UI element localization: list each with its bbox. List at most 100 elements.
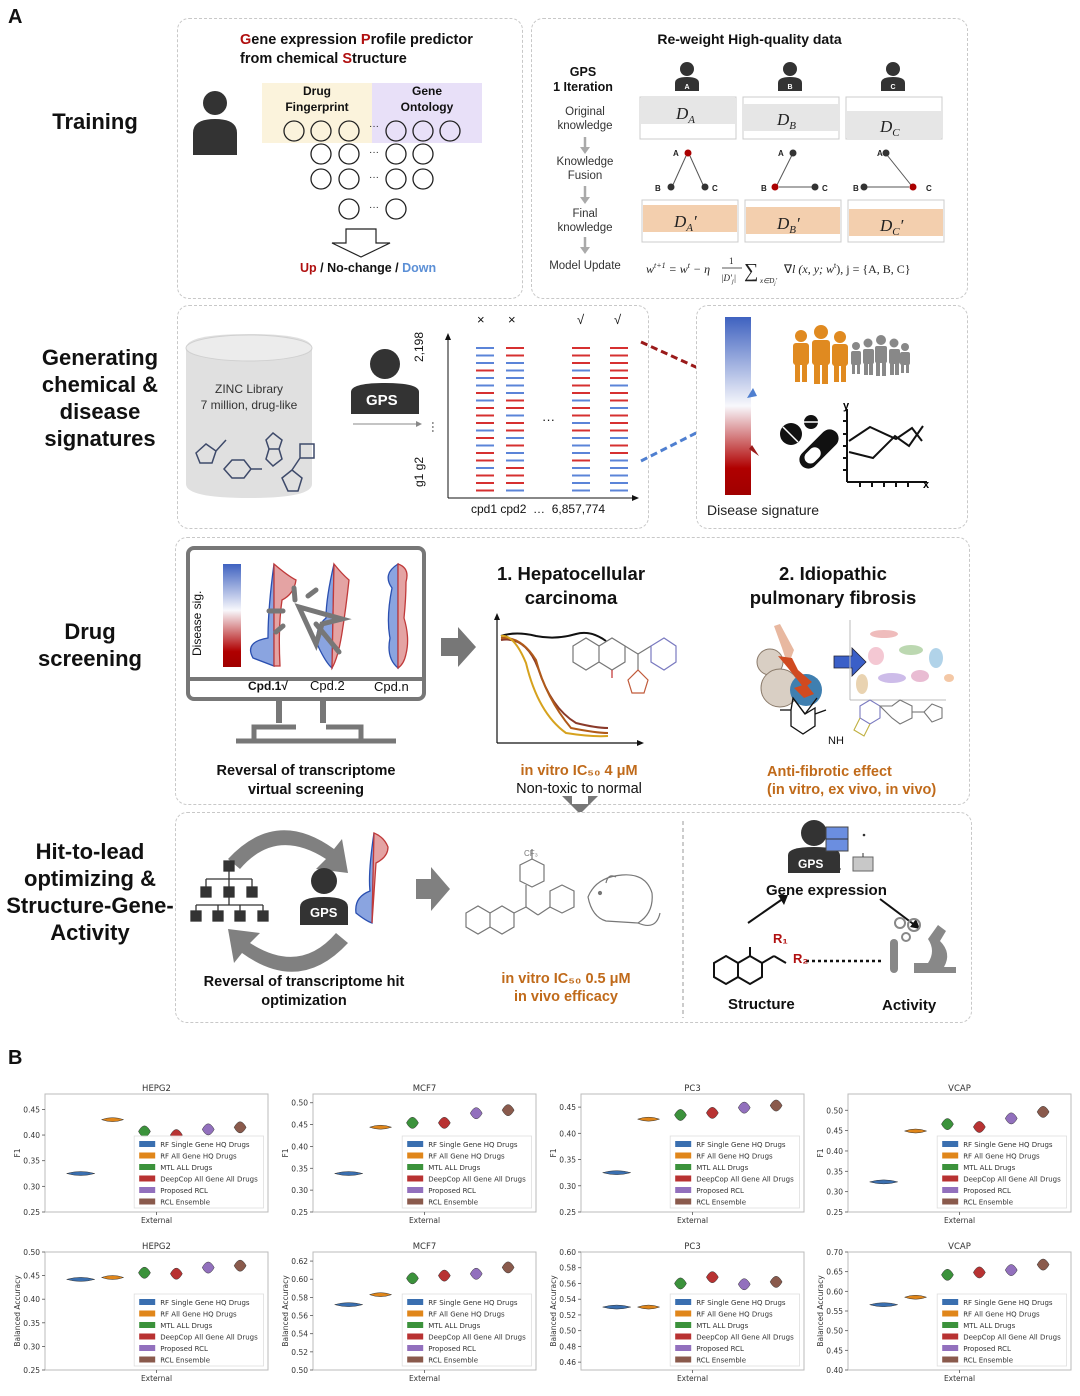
activity-label: Activity [882, 997, 937, 1014]
y-tick-label: 0.30 [23, 1182, 40, 1191]
y-tick-top: 2,198 [412, 331, 426, 362]
violin-mark [406, 1117, 419, 1129]
legend-swatch [139, 1310, 156, 1317]
mid-ellipsis: ··· [542, 412, 555, 427]
violin-mark [636, 1116, 661, 1122]
legend-swatch [139, 1299, 156, 1305]
violin-mark [406, 1272, 419, 1285]
r2-label: R₂ [793, 951, 809, 966]
svg-text:x∈Dj′: x∈Dj′ [759, 277, 778, 287]
drug-screening-box: Disease sig. Cpd.1√ Cpd.2 Cpd.n Reversal… [175, 537, 970, 814]
svg-text:···: ··· [369, 147, 379, 158]
svg-text:C: C [822, 184, 828, 193]
gps-person-icon [300, 897, 348, 925]
legend-label: RCL Ensemble [696, 1199, 746, 1207]
y-tick-label: 0.45 [826, 1346, 843, 1355]
chart-title: VCAP [948, 1242, 971, 1252]
svg-text:x: x [923, 479, 930, 491]
legend-swatch [942, 1333, 959, 1340]
drug-fingerprint-region [262, 83, 372, 143]
violin-mark [1004, 1112, 1018, 1125]
violin-mark [941, 1118, 954, 1130]
cycle-arrow-top-icon [228, 830, 348, 873]
legend-label: DeepCop All Gene All Drugs [696, 1176, 794, 1184]
lead-molecule-icon [465, 849, 575, 935]
legend-label: Proposed RCL [428, 1187, 476, 1195]
y-axis-label: Balanced Accuracy [816, 1275, 825, 1347]
signatures-box: ZINC Library 7 million, drug-like GPS 2,… [177, 305, 699, 529]
legend-swatch [675, 1333, 692, 1340]
y-axis-label: Balanced Accuracy [13, 1275, 22, 1347]
disease-sig-label: Disease sig. [190, 590, 204, 656]
violin-mark [903, 1294, 928, 1300]
legend-label: MTL ALL Drugs [963, 1164, 1015, 1172]
violin-mark [233, 1259, 247, 1272]
legend-label: MTL ALL Drugs [428, 1164, 480, 1172]
x-axis-label: External [944, 1374, 975, 1383]
y-tick-label: 0.45 [559, 1103, 576, 1112]
legend-swatch [139, 1333, 156, 1340]
zinc-library-icon [185, 334, 315, 498]
umap-plot [849, 620, 954, 701]
y-tick-label: 0.25 [291, 1208, 308, 1217]
y-tick-label: 0.35 [826, 1167, 843, 1176]
violin-mark [333, 1171, 364, 1176]
legend-label: RF All Gene HQ Drugs [696, 1311, 773, 1319]
legend-box [669, 1293, 800, 1367]
lead-efficacy: in vivo efficacy [514, 989, 618, 1005]
disease-signature-box: y x Disease signature [696, 305, 968, 529]
cpd2-label: Cpd.2 [310, 678, 345, 693]
y-tick-label: 0.52 [291, 1348, 308, 1357]
legend-swatch [139, 1187, 156, 1193]
violin-mark [941, 1268, 954, 1281]
hit-optimization-caption: Reversal of transcriptome hit optimizati… [203, 974, 405, 1009]
legend-label: RF Single Gene HQ Drugs [428, 1141, 518, 1149]
legend-swatch [407, 1345, 424, 1351]
row-label-drug-screening: Drug screening [38, 619, 142, 671]
nh-label: NH [828, 735, 844, 747]
legend-swatch [675, 1345, 692, 1351]
y-axis-label: F1 [281, 1148, 290, 1157]
x-axis-label: External [409, 1374, 440, 1383]
legend-swatch [942, 1356, 959, 1363]
legend-label: RF Single Gene HQ Drugs [160, 1299, 250, 1307]
violin-chart-svg: MCF70.500.520.540.560.580.600.62Balanced… [281, 1242, 537, 1383]
legend-label: RCL Ensemble [963, 1199, 1013, 1207]
y-tick-label: 0.70 [826, 1248, 843, 1257]
disease-signature-diagram: y x [725, 317, 930, 495]
y-tick-label: 0.50 [23, 1248, 40, 1257]
legend-box [133, 1293, 264, 1367]
svg-text:DA′: DA′ [673, 212, 697, 234]
legend-label: RCL Ensemble [428, 1199, 478, 1207]
legend-box [936, 1135, 1067, 1209]
legend-label: RF All Gene HQ Drugs [160, 1311, 237, 1319]
violin-mark [737, 1101, 751, 1114]
title-initial: G [240, 32, 252, 48]
svg-text:|D′j|: |D′j| [721, 273, 736, 285]
y-axis-label: Balanced Accuracy [549, 1275, 558, 1347]
legend-swatch [407, 1333, 424, 1340]
legend-swatch [407, 1152, 424, 1159]
y-tick-label: 0.40 [291, 1142, 308, 1151]
legend-label: RF Single Gene HQ Drugs [428, 1299, 518, 1307]
y-tick-label: 0.48 [559, 1342, 576, 1351]
legend-label: Proposed RCL [160, 1345, 208, 1353]
svg-text:A: A [684, 84, 689, 91]
legend-label: MTL ALL Drugs [963, 1322, 1015, 1330]
ipf-molecule-2-icon [853, 699, 943, 737]
legend-label: RCL Ensemble [696, 1357, 746, 1365]
violin-mark [368, 1292, 393, 1297]
row-label-signatures: Generating chemical & disease signatures [41, 345, 159, 451]
svg-text:∇l (x, y; wt), j = {A, B, C}: ∇l (x, y; wt), j = {A, B, C} [783, 261, 911, 276]
y-tick-label: 0.54 [559, 1295, 576, 1304]
gps-model-box: Gene expression Profile predictor from c… [177, 18, 523, 299]
mouse-icon [587, 874, 661, 926]
legend-label: DeepCop All Gene All Drugs [696, 1334, 794, 1342]
y-tick-label: 0.55 [826, 1307, 843, 1316]
violin-mark [333, 1302, 364, 1307]
svg-text:A: A [877, 149, 883, 158]
title-text: tructure [352, 51, 407, 67]
gps-label: GPS [366, 392, 398, 409]
